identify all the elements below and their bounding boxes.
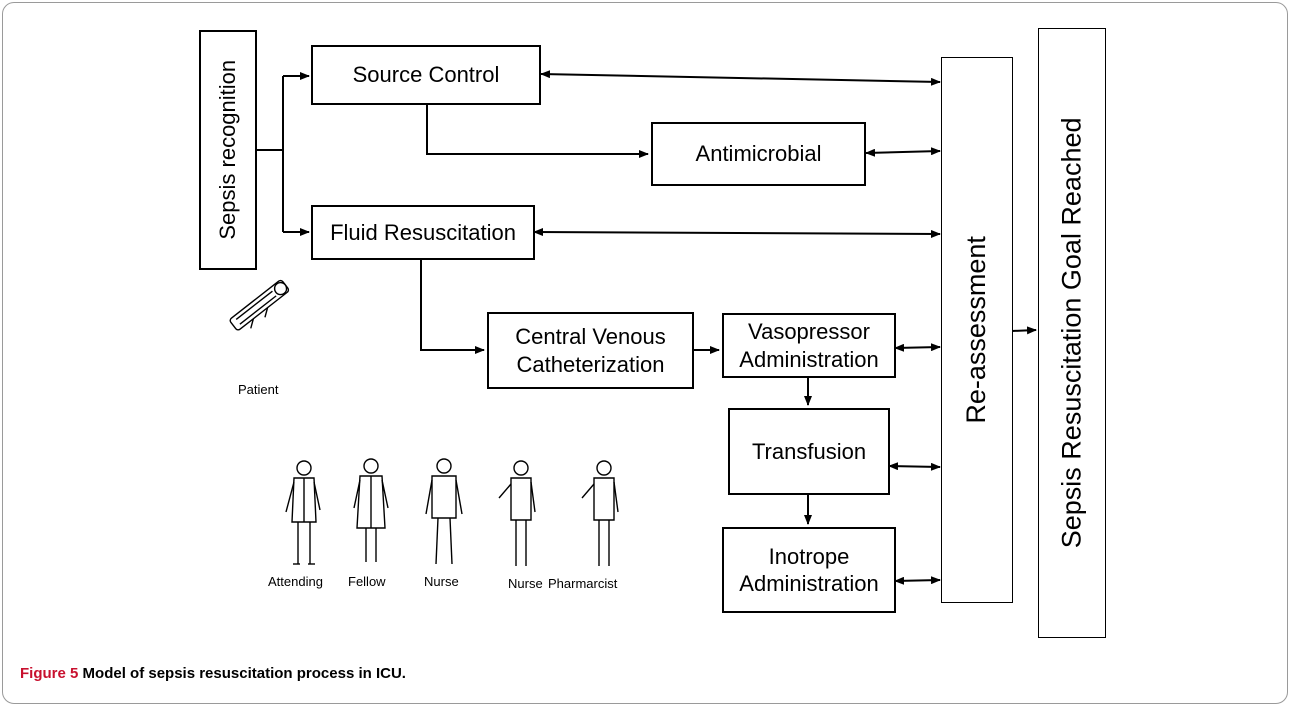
goal-reached-box: Sepsis Resuscitation Goal Reached xyxy=(1038,28,1106,638)
arrow-inotrope-reassessment xyxy=(894,576,941,585)
caption-label: Figure 5 xyxy=(20,665,79,682)
nurse-label: Nurse xyxy=(508,576,543,591)
source-control-box: Source Control xyxy=(311,45,541,105)
figure-caption: Figure 5 Model of sepsis resuscitation p… xyxy=(20,665,406,682)
nurse-label: Nurse xyxy=(424,574,459,589)
arrow-vasopressor-reassessment xyxy=(894,343,941,352)
caption-text: Model of sepsis resuscitation process in… xyxy=(82,665,406,682)
fluid-resuscitation-box: Fluid Resuscitation xyxy=(311,205,535,260)
sepsis-recognition-box: Sepsis recognition xyxy=(199,30,257,270)
arrow-antimicrobial-reassessment xyxy=(865,147,941,157)
patient-label: Patient xyxy=(238,382,279,397)
patient-on-stretcher-icon xyxy=(229,279,290,331)
vasopressor-label: Vasopressor Administration xyxy=(739,319,879,372)
nurse-icon xyxy=(498,460,536,566)
inotrope-label: Inotrope Administration xyxy=(739,543,879,597)
nurse-icon xyxy=(425,458,463,565)
arrow-fluid-reassessment xyxy=(533,228,941,238)
inotrope-administration-box: Inotrope Administration xyxy=(722,527,896,613)
central-venous-label: Central Venous Catheterization xyxy=(515,324,666,377)
arrow-to-goal-reached xyxy=(1011,326,1037,335)
pharmarcist-label: Pharmarcist xyxy=(548,576,618,591)
attending-physician-icon xyxy=(285,460,321,565)
arrow-to-central-venous xyxy=(420,260,485,354)
central-venous-catheterization-box: Central Venous Catheterization xyxy=(487,312,694,389)
vasopressor-administration-box: Vasopressor Administration xyxy=(722,313,896,378)
transfusion-box: Transfusion xyxy=(728,408,890,495)
fellow-physician-icon xyxy=(353,458,389,562)
arrow-transfusion-reassessment xyxy=(888,462,941,471)
pharmacist-icon xyxy=(581,460,619,566)
antimicrobial-box: Antimicrobial xyxy=(651,122,866,186)
arrow-to-antimicrobial xyxy=(426,104,649,158)
fellow-label: Fellow xyxy=(348,574,386,589)
reassessment-box: Re-assessment xyxy=(941,57,1013,603)
attending-label: Attending xyxy=(268,574,323,589)
arrow-source-control-reassessment xyxy=(540,70,941,86)
